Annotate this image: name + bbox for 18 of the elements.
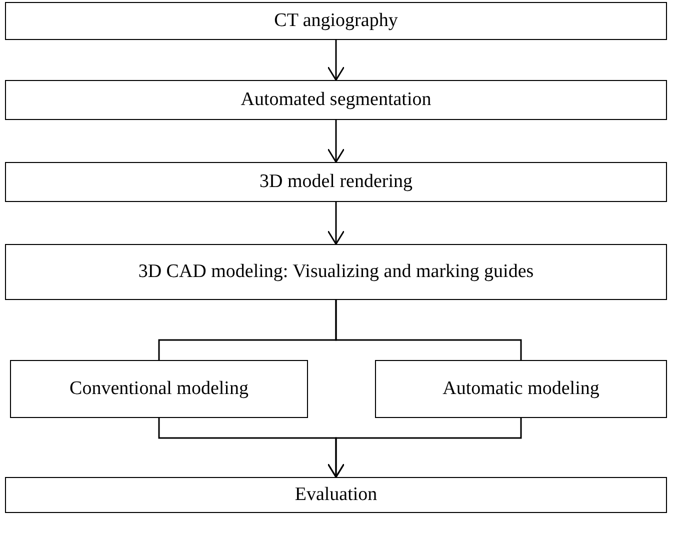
connector-arrow: [327, 202, 345, 245]
process-box: [5, 477, 667, 513]
box-label: 3D model rendering: [259, 171, 412, 193]
box-label: Conventional modeling: [70, 378, 248, 400]
process-box: [10, 360, 308, 418]
process-box: [5, 2, 667, 40]
process-box: [375, 360, 667, 418]
process-box: [5, 244, 667, 300]
connector-arrow: [327, 120, 345, 163]
connector-arrow: [327, 40, 345, 81]
box-label: CT angiography: [274, 10, 398, 32]
connector-arrow: [327, 418, 522, 478]
process-box: [5, 80, 667, 120]
box-label: Automated segmentation: [240, 89, 432, 111]
process-box: [5, 162, 667, 202]
box-label: Evaluation: [294, 484, 378, 506]
box-label: Automatic modeling: [442, 378, 600, 400]
box-label: 3D CAD modeling: Visualizing and marking guides: [138, 261, 534, 283]
